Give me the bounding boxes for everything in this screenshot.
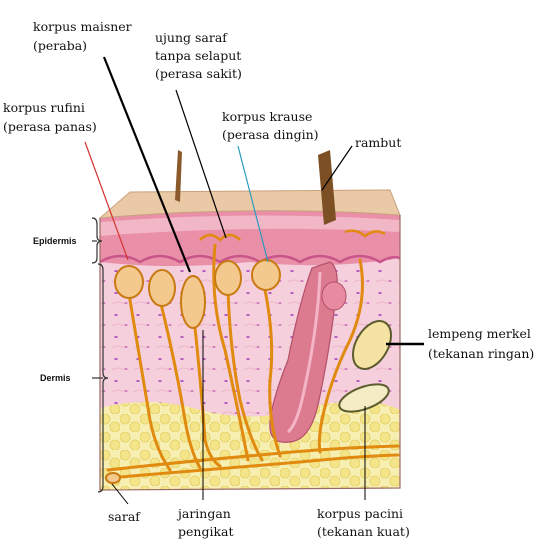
label-jaringan-pengikat: jaringan pengikat (176, 506, 235, 539)
label-ujung-saraf: ujung saraf tanpa selaput (perasa sakit) (155, 30, 245, 81)
rufini-corpuscle-2 (148, 269, 176, 307)
hair-right (318, 150, 336, 225)
leader-saraf (111, 483, 129, 505)
dermis-label: Dermis (40, 373, 71, 383)
label-korpus-pacini: korpus pacini (tekanan kuat) (317, 506, 410, 539)
sebaceous-gland (321, 281, 347, 311)
receptor-mid (214, 260, 242, 296)
leader-maisner (102, 56, 192, 273)
label-lempeng-merkel: lempeng merkel (tekanan ringan) (428, 326, 535, 361)
label-korpus-maisner: korpus maisner (peraba) (33, 19, 136, 53)
krause-corpuscle (251, 259, 281, 291)
leader-rufini (84, 141, 129, 261)
leader-lines (84, 56, 424, 505)
hair-follicle (269, 261, 347, 443)
layer-brackets (91, 217, 109, 493)
epidermis-label: Epidermis (33, 236, 77, 246)
leader-ujung-saraf (175, 89, 227, 239)
label-korpus-rufini: korpus rufini (perasa panas) (3, 100, 97, 134)
label-korpus-krause: korpus krause (perasa dingin) (222, 109, 319, 142)
hair-shafts (175, 150, 336, 225)
leader-krause (237, 145, 269, 263)
merkel-disc (352, 320, 392, 370)
meissner-corpuscle (180, 275, 206, 329)
label-saraf: saraf (108, 509, 141, 524)
pacini-corpuscle (338, 383, 390, 413)
nerve-network (106, 243, 400, 480)
label-rambut: rambut (355, 135, 401, 150)
nerve-bundle (105, 472, 121, 484)
leader-rambut (321, 145, 353, 191)
fat-layer (100, 401, 400, 490)
receptors (105, 229, 392, 484)
rufini-corpuscle-1 (114, 265, 144, 299)
skin-block (98, 189, 401, 491)
free-nerve-ending (199, 233, 241, 242)
free-nerve-ending-2 (344, 229, 386, 238)
hair-left (175, 150, 182, 202)
